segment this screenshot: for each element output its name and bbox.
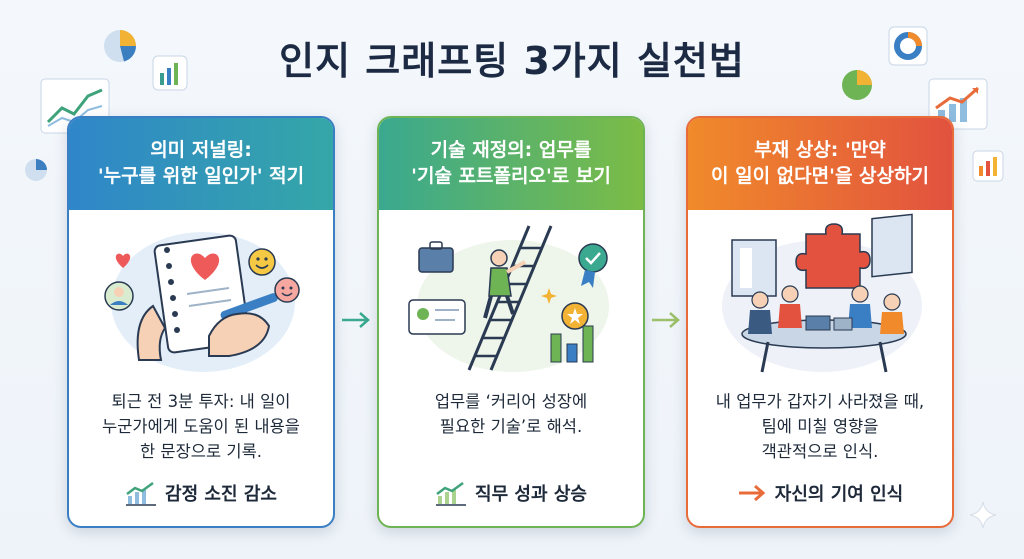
chart-up-icon [126, 481, 157, 506]
description-line: 팀에 미칠 영향을 [761, 416, 879, 436]
result-label: 자신의 기여 인식 [774, 484, 904, 505]
card-header-line: '기술 포트폴리오'로 보기 [411, 165, 611, 187]
result-label: 감정 소진 감소 [165, 484, 277, 505]
card-header: 부재 상상: '만약 이 일이 없다면'을 상상하기 [688, 118, 952, 210]
card-skill-redefinition: 기술 재정의: 업무를 '기술 포트폴리오'로 보기 [377, 116, 645, 528]
team-meeting-illustration [722, 213, 922, 373]
card-description: 퇴근 전 3분 투자: 내 일이 누군가에게 도움이 된 내용을 한 문장으로 … [69, 390, 333, 464]
bar-chart-icon [152, 55, 188, 91]
description-line: 업무를 ‘커리어 성장에 [434, 392, 588, 411]
description-line: 누군가에게 도움이 된 내용을 [102, 416, 300, 436]
description-line: 내 업무가 갑자기 사라졌을 때, [715, 392, 925, 411]
card-absence-imagination: 부재 상상: '만약 이 일이 없다면'을 상상하기 내 업무가 갑자기 사라졌… [686, 116, 954, 528]
card-header-line: 의미 저널링: [150, 139, 252, 162]
description-line: 퇴근 전 3분 투자: 내 일이 [111, 392, 291, 411]
card-header-line: '누구를 위한 일인가' 적기 [97, 165, 305, 187]
sparkle-icon [969, 501, 997, 529]
card-header: 기술 재정의: 업무를 '기술 포트폴리오'로 보기 [379, 118, 643, 210]
page-title: 인지 크래프팅 3가지 실천법 [279, 39, 745, 83]
donut-chart-icon [888, 26, 928, 66]
card-result: 자신의 기여 인식 [688, 480, 952, 506]
card-header-line: 이 일이 없다면'을 상상하기 [711, 165, 929, 187]
result-label: 직무 성과 상승 [475, 484, 587, 505]
pie-chart-icon [104, 30, 136, 62]
description-line: 객관적으로 인식. [761, 441, 879, 461]
card-description: 내 업무가 갑자기 사라졌을 때, 팀에 미칠 영향을 객관적으로 인식. [688, 390, 952, 464]
card-meaning-journaling: 의미 저널링: '누구를 위한 일인가' 적기 퇴근 전 3분 투자: 내 일이… [67, 116, 335, 528]
card-result: 감정 소진 감소 [69, 480, 333, 506]
arrow-right-icon [738, 484, 766, 502]
chart-up-icon [436, 481, 467, 506]
card-description: 업무를 ‘커리어 성장에 필요한 기술’로 해석. [379, 390, 643, 440]
journaling-illustration [104, 232, 300, 372]
card-header-line: 부재 상상: '만약 [754, 139, 886, 162]
bar-chart-icon [972, 150, 1004, 182]
description-line: 필요한 기술’로 해석. [439, 416, 583, 436]
pie-chart-icon [25, 159, 47, 181]
description-line: 한 문장으로 기록. [140, 441, 262, 461]
pie-chart-icon [842, 70, 872, 100]
card-header: 의미 저널링: '누구를 위한 일인가' 적기 [69, 118, 333, 210]
card-result: 직무 성과 상승 [379, 480, 643, 506]
card-header-line: 기술 재정의: 업무를 [430, 139, 592, 162]
arrow-right-icon [342, 312, 370, 328]
arrow-right-icon [652, 312, 680, 328]
career-ladder-illustration [408, 225, 609, 372]
